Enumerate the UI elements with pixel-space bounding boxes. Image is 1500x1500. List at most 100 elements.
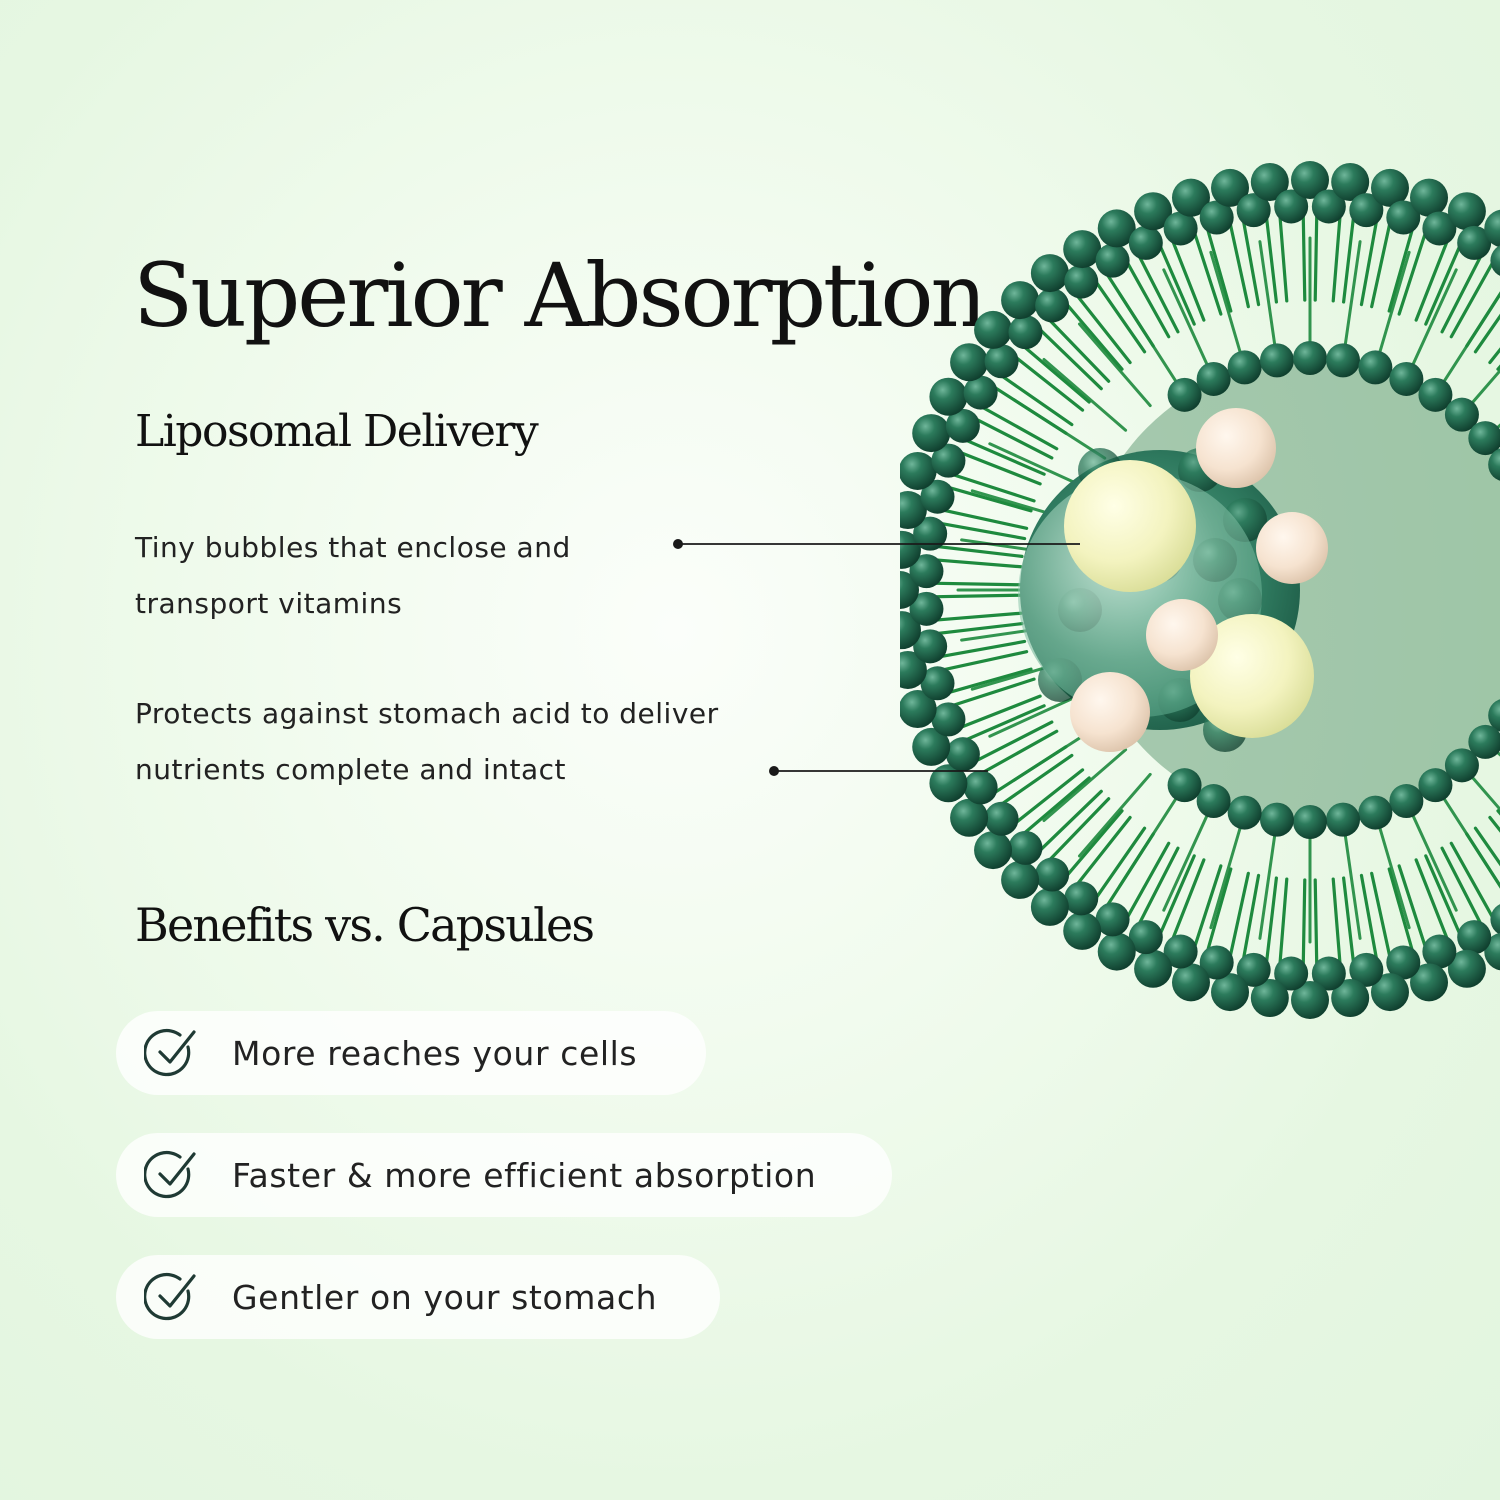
lipid-head <box>1386 945 1421 980</box>
liposomal-delivery-heading: Liposomal Delivery <box>135 406 539 457</box>
page-title: Superior Absorption <box>133 244 987 347</box>
lipid-head <box>1064 881 1099 916</box>
lipid-tail <box>1440 292 1500 387</box>
lipid-head <box>1163 211 1198 246</box>
lipid-head <box>1291 161 1329 199</box>
lipid-head <box>1293 341 1327 375</box>
lipid-tail <box>988 689 1090 738</box>
lipid-head <box>913 629 948 664</box>
lipid-head <box>1097 932 1136 971</box>
lipid-head <box>1063 230 1102 269</box>
lipid-head <box>1274 956 1309 991</box>
lipid-head <box>1418 377 1453 412</box>
lipid-head <box>1236 193 1271 228</box>
lipid-head <box>1444 397 1479 432</box>
lipid-head <box>1128 920 1163 955</box>
lipid-head <box>1259 802 1294 837</box>
lipid-head <box>920 666 955 701</box>
lipid-tail <box>1258 240 1277 350</box>
lipid-head <box>1167 377 1202 412</box>
benefits-heading: Benefits vs. Capsules <box>135 898 595 952</box>
lipid-tail <box>1343 240 1362 350</box>
benefit-pill-stomach: Gentler on your stomach <box>116 1255 720 1339</box>
lipid-head <box>1293 805 1327 839</box>
lipid-head <box>900 690 937 729</box>
lipid-head <box>1030 254 1069 293</box>
lipid-head <box>1095 902 1130 937</box>
lipid-head <box>963 770 998 805</box>
lipid-head <box>1250 979 1289 1018</box>
lipid-head <box>1457 225 1492 260</box>
lipid-head <box>1095 243 1130 278</box>
benefit-pill-absorption: Faster & more efficient absorption <box>116 1133 892 1217</box>
nutrient-sphere <box>1070 672 1150 752</box>
check-circle-icon <box>144 1028 196 1077</box>
lipid-head <box>929 377 968 416</box>
lipid-tail <box>1468 368 1500 408</box>
lipid-tail <box>1409 810 1458 912</box>
lipid-head <box>1389 361 1424 396</box>
lipid-tail <box>1468 772 1500 812</box>
inner-lipid-heads <box>1167 341 1500 839</box>
lipid-head <box>1410 963 1449 1002</box>
lipid-head <box>950 343 989 382</box>
lipid-head <box>1358 350 1393 385</box>
lipid-head <box>1236 952 1271 987</box>
lipid-head <box>1001 860 1040 899</box>
lipid-head <box>1291 981 1329 1019</box>
callout-tiny-bubbles: Tiny bubbles that enclose and transport … <box>135 531 571 620</box>
lipid-head <box>1163 934 1198 969</box>
lipid-tail <box>1118 292 1180 387</box>
lipid-head <box>1008 315 1043 350</box>
lipid-head <box>1358 795 1393 830</box>
lipid-head <box>1171 178 1210 217</box>
lipid-head <box>1196 361 1231 396</box>
lipid-head <box>945 737 980 772</box>
benefit-label: Faster & more efficient absorption <box>232 1155 817 1195</box>
lipid-tail <box>1409 268 1458 370</box>
lipid-head <box>1410 178 1449 217</box>
lipid-head <box>1030 887 1069 926</box>
lipid-head <box>1128 225 1163 260</box>
lipid-head <box>1349 952 1384 987</box>
lipid-head <box>1199 945 1234 980</box>
lipid-head <box>1389 784 1424 819</box>
lipid-tail <box>1473 313 1500 354</box>
lipid-tail <box>1377 822 1411 930</box>
lipid-tail <box>1118 793 1180 888</box>
lipid-head <box>1488 699 1500 732</box>
lipid-tail <box>1258 830 1277 940</box>
lipid-head <box>1227 795 1262 830</box>
lipid-head <box>1386 200 1421 235</box>
lipid-head <box>931 443 966 478</box>
lipid-tail <box>1162 268 1211 370</box>
lipid-head <box>1447 192 1486 231</box>
lipid-head <box>1490 245 1500 276</box>
lipid-tail <box>1012 398 1107 460</box>
lipid-tail <box>1209 250 1243 358</box>
lipid-head <box>974 310 1013 349</box>
lipid-head <box>945 408 980 443</box>
lipid-head <box>1468 421 1500 456</box>
lipid-head <box>1167 768 1202 803</box>
lipid-tail <box>1077 322 1152 408</box>
benefit-label: More reaches your cells <box>232 1033 638 1073</box>
nutrient-sphere <box>1064 460 1196 592</box>
lipid-head <box>1259 343 1294 378</box>
lipid-head <box>1447 949 1486 988</box>
lipid-tail <box>1473 826 1500 867</box>
lipid-tail <box>1440 793 1500 888</box>
benefit-pill-cells: More reaches your cells <box>116 1011 706 1095</box>
lipid-head <box>1274 189 1309 224</box>
outer-lipid-heads <box>900 161 1500 1019</box>
benefit-label: Gentler on your stomach <box>232 1277 658 1317</box>
lipid-head <box>1001 281 1040 320</box>
lipid-head <box>1370 168 1409 207</box>
lipid-head <box>1488 448 1500 481</box>
lipid-head <box>1326 802 1361 837</box>
lipid-head <box>1370 973 1409 1012</box>
lipid-head <box>1063 911 1102 950</box>
lipid-head <box>900 650 927 689</box>
lipid-head <box>1097 209 1136 248</box>
lipid-head <box>1311 189 1346 224</box>
